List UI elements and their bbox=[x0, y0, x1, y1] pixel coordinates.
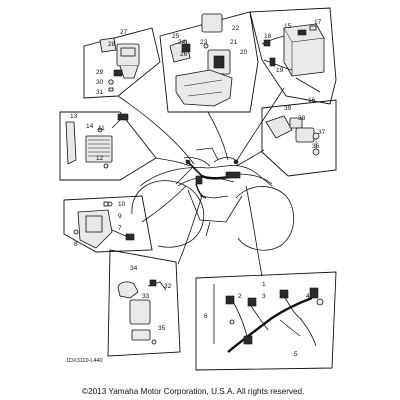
callouts: 1 2 3 4 5 6 7 8 9 10 11 12 13 14 15 16 1… bbox=[70, 19, 326, 358]
panel-battery bbox=[249, 7, 337, 105]
relay-group bbox=[99, 37, 140, 92]
callout-21: 21 bbox=[230, 39, 238, 46]
callout-4: 4 bbox=[306, 293, 310, 300]
battery-group bbox=[261, 23, 325, 93]
callout-10: 10 bbox=[118, 201, 126, 208]
callout-8: 8 bbox=[74, 241, 78, 248]
callout-25: 25 bbox=[172, 33, 180, 40]
callout-3: 3 bbox=[262, 293, 266, 300]
callout-23: 23 bbox=[200, 39, 208, 46]
callout-5: 5 bbox=[294, 351, 298, 358]
callout-27: 27 bbox=[120, 29, 128, 36]
fuse-group bbox=[265, 115, 320, 156]
copyright-notice: ©2013 Yamaha Motor Corporation, U.S.A. A… bbox=[82, 387, 304, 396]
callout-31: 31 bbox=[96, 89, 104, 96]
callout-33: 33 bbox=[142, 293, 150, 300]
callout-6: 6 bbox=[204, 313, 208, 320]
callout-35: 35 bbox=[158, 325, 166, 332]
callout-24: 24 bbox=[178, 39, 186, 46]
motorcycle-outline bbox=[131, 147, 294, 251]
callout-32: 32 bbox=[164, 283, 172, 290]
callout-15: 15 bbox=[284, 23, 292, 30]
starter-relay-group bbox=[169, 13, 233, 107]
callout-39: 39 bbox=[284, 105, 292, 112]
callout-22: 22 bbox=[232, 25, 240, 32]
callout-14: 14 bbox=[86, 123, 94, 130]
callout-34: 34 bbox=[130, 265, 138, 272]
callout-26: 26 bbox=[180, 51, 188, 58]
callout-12: 12 bbox=[96, 155, 104, 162]
callout-9: 9 bbox=[118, 213, 122, 220]
panel-ecu bbox=[107, 249, 181, 357]
callout-37: 37 bbox=[318, 129, 326, 136]
panel-ignition-coil bbox=[63, 195, 153, 253]
callout-2: 2 bbox=[238, 293, 242, 300]
callout-1: 1 bbox=[262, 281, 266, 288]
rectifier-group bbox=[65, 113, 129, 169]
callout-11: 11 bbox=[98, 125, 105, 132]
callout-20: 20 bbox=[240, 49, 248, 56]
callout-7: 7 bbox=[118, 225, 122, 232]
callout-28: 28 bbox=[108, 41, 116, 48]
wire-harness-group bbox=[213, 284, 324, 353]
callout-29: 29 bbox=[96, 69, 104, 76]
diagram-code: 1DX3110-L440 bbox=[66, 358, 103, 364]
callout-18: 18 bbox=[264, 33, 272, 40]
panel-relay bbox=[83, 27, 161, 99]
callout-17: 17 bbox=[314, 19, 322, 26]
callout-38: 38 bbox=[298, 115, 306, 122]
callout-30: 30 bbox=[96, 79, 104, 86]
panel-starter-relay bbox=[159, 11, 259, 113]
callout-36: 36 bbox=[312, 143, 320, 150]
ecu-group bbox=[117, 279, 167, 345]
panel-rectifier bbox=[59, 111, 157, 181]
leader-lines bbox=[117, 87, 285, 277]
callout-19: 19 bbox=[276, 67, 284, 74]
panel-fuse bbox=[261, 99, 337, 177]
panel-wire-harness bbox=[195, 271, 337, 371]
callout-13: 13 bbox=[70, 113, 78, 120]
callout-16: 16 bbox=[308, 97, 316, 104]
ignition-coil-group bbox=[73, 201, 135, 249]
